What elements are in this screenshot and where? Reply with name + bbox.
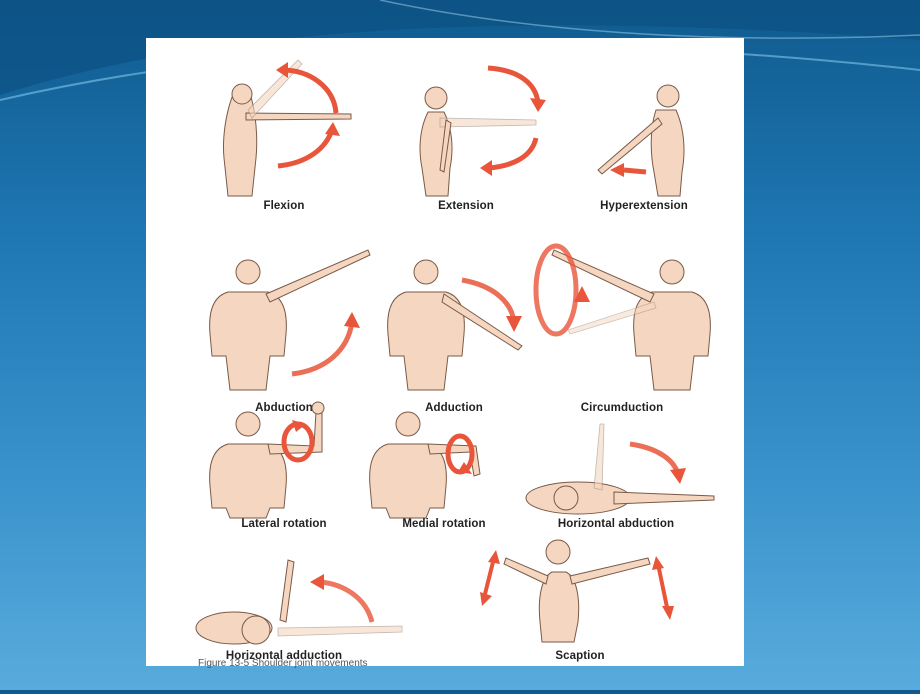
movement-cell-horizontal-adduction: Horizontal adduction (186, 542, 403, 694)
extension-illustration (419, 65, 546, 197)
lateral-rotation-illustration (209, 401, 325, 519)
scaption-illustration (480, 539, 674, 643)
movement-label: Extension (438, 200, 494, 212)
horizontal-abduction-illustration (525, 423, 715, 515)
shoulder-movements-figure: Flexion Extension Hyperextension (146, 38, 744, 669)
movement-label: Horizontal abduction (557, 518, 675, 530)
movement-cell-adduction: Adduction (356, 250, 552, 414)
horizontal-adduction-illustration (195, 559, 403, 645)
movement-cell-circumduction: Circumduction (524, 243, 720, 414)
hyperextension-illustration (597, 84, 685, 197)
medial-rotation-illustration (369, 411, 481, 519)
figure-footer-caption: Figure 13-5 Shoulder joint movements (198, 658, 368, 669)
movement-label: Horizontal adduction (225, 650, 343, 662)
movement-cell-lateral-rotation: Lateral rotation (186, 401, 382, 556)
movement-cell-medial-rotation: Medial rotation (346, 404, 542, 556)
movement-label: Adduction (425, 402, 483, 414)
movement-cell-extension: Extension (368, 48, 564, 212)
movement-label: Medial rotation (402, 518, 486, 530)
abduction-illustration (209, 249, 371, 391)
movement-cell-flexion: Flexion (186, 48, 382, 212)
adduction-illustration (387, 259, 523, 391)
movement-cell-abduction: Abduction (186, 249, 382, 414)
movement-cell-scaption: Scaption (480, 539, 678, 694)
movement-cell-hyperextension: Hyperextension (546, 48, 742, 212)
movement-label: Scaption (555, 650, 605, 662)
circumduction-illustration (533, 243, 711, 391)
movement-label: Circumduction (580, 402, 664, 414)
movement-label: Hyperextension (600, 200, 688, 212)
movement-label: Flexion (263, 200, 305, 212)
movement-label: Abduction (255, 402, 313, 414)
flexion-illustration (223, 59, 352, 197)
movement-label: Lateral rotation (241, 518, 327, 530)
movement-cell-horizontal-abduction: Horizontal abduction (518, 404, 715, 556)
